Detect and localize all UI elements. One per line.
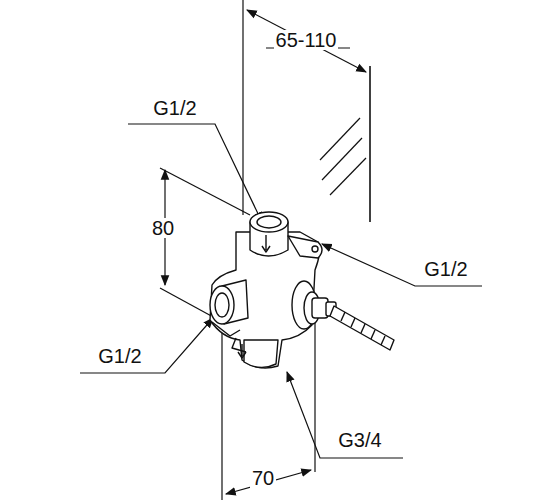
dimension-lines	[80, 0, 482, 500]
thread-size-label: G3/4	[336, 430, 383, 450]
dimension-label: 80	[150, 218, 176, 238]
thread-size-label: G1/2	[151, 98, 198, 118]
valve-body	[210, 212, 394, 368]
thread-size-label: G1/2	[422, 259, 469, 279]
dimension-label: 70	[250, 468, 276, 488]
dimension-label: 65-110	[274, 30, 339, 50]
thread-size-label: G1/2	[96, 346, 143, 366]
